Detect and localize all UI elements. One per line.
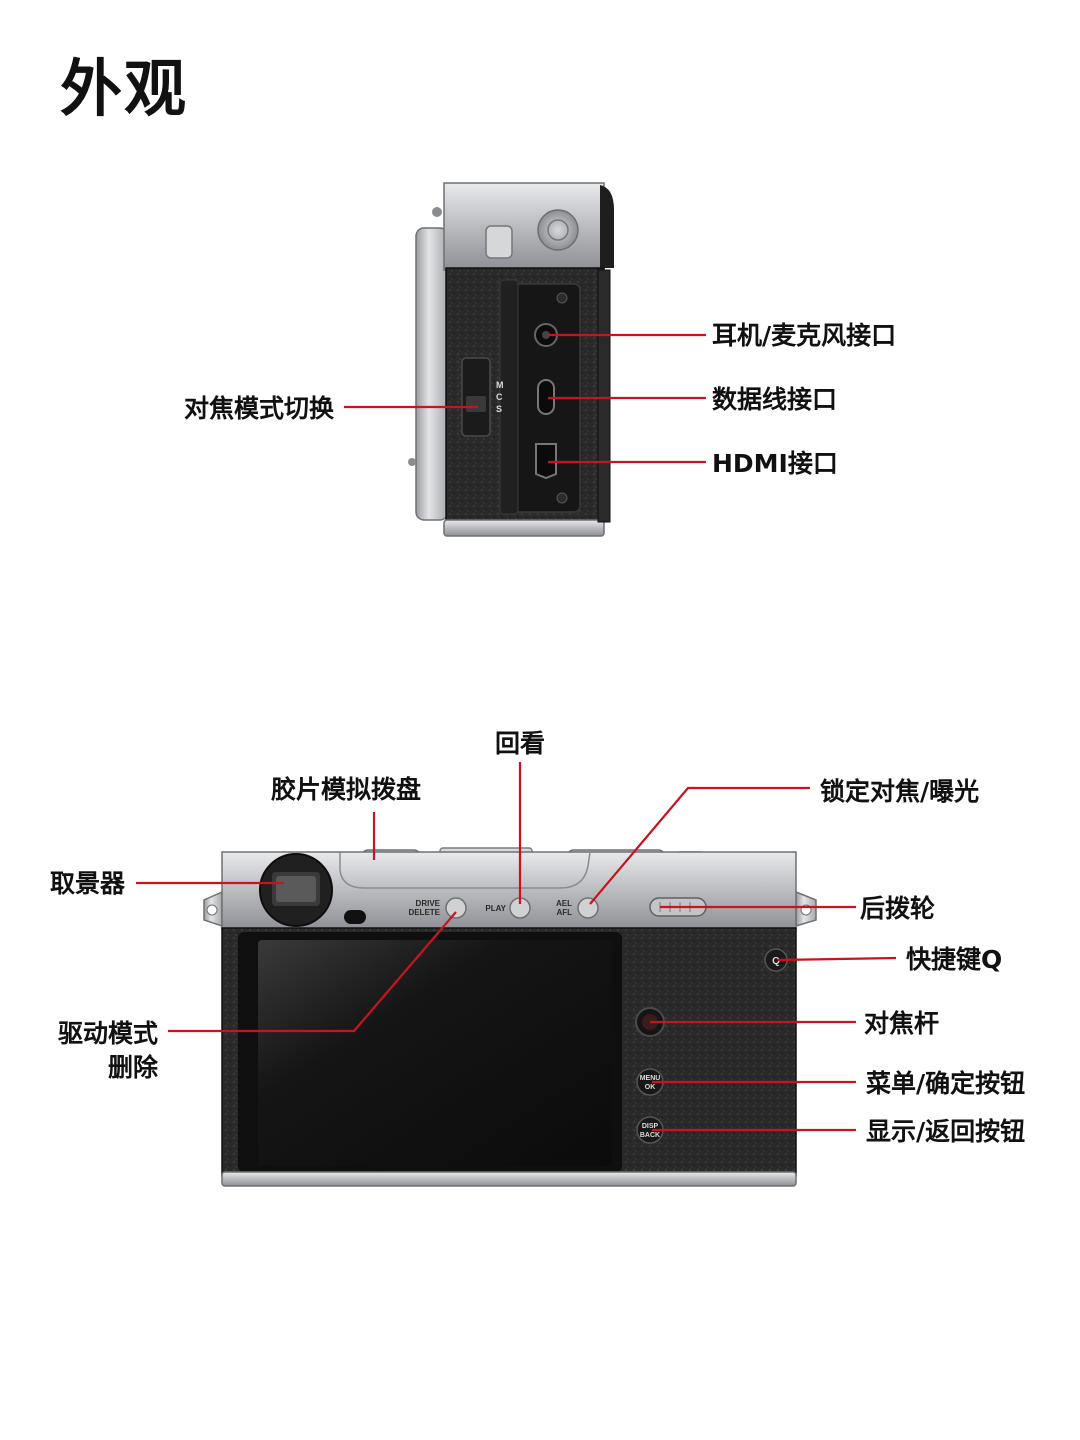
leader-drive: [168, 911, 457, 1033]
ael-afl-button[interactable]: [577, 897, 599, 919]
camera-rear-view: DRIVE DELETE PLAY AEL AFL Q MENU OK DISP…: [203, 847, 817, 1187]
label-quick-menu-button: 快捷键Q: [906, 945, 1002, 974]
viewfinder-eyecup: [600, 185, 614, 268]
label-film-simulation-dial: 胶片模拟拨盘: [271, 775, 421, 804]
label-disp-back-button: 显示/返回按钮: [866, 1117, 1025, 1146]
afl-mark: AFL: [556, 908, 572, 917]
leader-ael-afl: [589, 786, 810, 905]
label-headphone-mic-port: 耳机/麦克风接口: [712, 321, 896, 350]
hdmi-port: [535, 443, 557, 480]
eye-sensor: [344, 910, 366, 924]
drive-delete-button[interactable]: [445, 897, 467, 919]
label-rear-command-dial: 后拨轮: [860, 894, 935, 923]
lens-mount-flange: [415, 227, 449, 521]
label-playback: 回看: [495, 729, 545, 758]
leader-q: [777, 956, 897, 962]
bottom-plate-rear: [221, 1171, 797, 1187]
label-viewfinder: 取景器: [50, 869, 126, 898]
label-ael-afl: 锁定对焦/曝光: [820, 777, 979, 806]
exposure-dial-side: [537, 209, 579, 251]
strap-lug-icon: [408, 458, 416, 466]
label-hdmi-port: HDMI接口: [712, 449, 838, 478]
ok-mark: OK: [645, 1084, 656, 1091]
label-focus-mode-switch: 对焦模式切换: [184, 394, 335, 423]
label-drive-mode: 驱动模式: [58, 1019, 158, 1048]
delete-mark: DELETE: [408, 908, 440, 917]
drive-mark: DRIVE: [416, 899, 441, 908]
lcd-screen: [258, 940, 612, 1166]
screw-icon: [556, 492, 568, 504]
strap-lug-icon: [432, 207, 442, 217]
switch-mark-s: S: [496, 404, 502, 414]
switch-mark-c: C: [496, 392, 503, 402]
menu-mark: MENU: [640, 1075, 661, 1082]
shutter-button-side: [485, 225, 513, 259]
page-title: 外观: [60, 52, 189, 125]
camera-side-view: M C S: [408, 182, 614, 537]
q-mark: Q: [772, 956, 780, 967]
screw-icon: [556, 292, 568, 304]
ael-mark: AEL: [556, 899, 572, 908]
top-plate: [443, 182, 605, 271]
label-delete: 删除: [108, 1053, 159, 1082]
back-mark: BACK: [640, 1132, 660, 1139]
label-menu-ok-button: 菜单/确定按钮: [865, 1069, 1025, 1098]
disp-mark: DISP: [642, 1123, 659, 1130]
bottom-plate: [443, 519, 605, 537]
switch-mark-m: M: [496, 380, 504, 390]
label-data-cable-port: 数据线接口: [712, 385, 837, 414]
label-focus-lever: 对焦杆: [864, 1009, 939, 1038]
play-mark: PLAY: [485, 904, 506, 913]
